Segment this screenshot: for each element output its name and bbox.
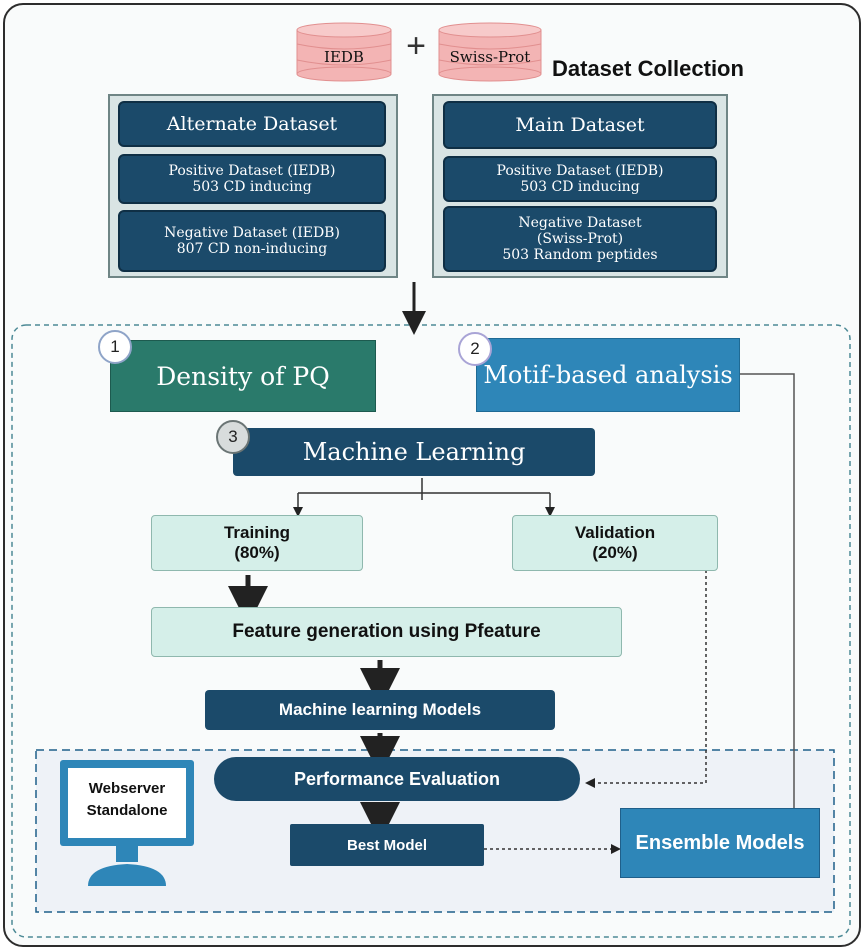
ml-models-box: Machine learning Models [205, 690, 555, 730]
machine-learning-box: Machine Learning [233, 428, 595, 476]
training-box: Training (80%) [151, 515, 363, 571]
webserver-text: Webserver Standalone [68, 778, 186, 822]
alternate-negative-line2: 807 CD non-inducing [176, 241, 328, 257]
analysis-region [11, 324, 851, 938]
iedb-database-icon: IEDB [296, 22, 392, 82]
main-negative-line1: Negative Dataset [518, 215, 642, 231]
dataset-collection-title: Dataset Collection [552, 56, 744, 81]
step-3-badge: 3 [216, 420, 250, 454]
main-dataset-title: Main Dataset [443, 101, 717, 149]
main-negative-dataset: Negative Dataset (Swiss-Prot) 503 Random… [443, 206, 717, 272]
motif-analysis-box: Motif-based analysis [476, 338, 740, 412]
plus-sign: + [406, 27, 426, 65]
alternate-negative-dataset: Negative Dataset (IEDB) 807 CD non-induc… [118, 210, 386, 272]
main-negative-line2: (Swiss-Prot) [536, 231, 624, 247]
main-negative-line3: 503 Random peptides [502, 247, 658, 263]
ensemble-models-box: Ensemble Models [620, 808, 820, 878]
main-positive-line1: Positive Dataset (IEDB) [496, 163, 664, 179]
validation-label: Validation [574, 523, 656, 542]
feature-generation-box: Feature generation using Pfeature [151, 607, 622, 657]
step-2-badge: 2 [458, 332, 492, 366]
validation-percent: (20%) [592, 543, 638, 562]
alternate-positive-dataset: Positive Dataset (IEDB) 503 CD inducing [118, 154, 386, 204]
swissprot-database-icon: Swiss-Prot [438, 22, 542, 82]
best-model-box: Best Model [290, 824, 484, 866]
swissprot-label: Swiss-Prot [449, 48, 531, 66]
step-1-badge: 1 [98, 330, 132, 364]
main-positive-line2: 503 CD inducing [520, 179, 640, 195]
monitor-icon: Webserver Standalone [58, 760, 196, 888]
training-label: Training [223, 523, 291, 542]
motif-to-ensemble-line [740, 373, 795, 808]
performance-evaluation-box: Performance Evaluation [214, 757, 580, 801]
alternate-positive-line1: Positive Dataset (IEDB) [168, 163, 336, 179]
training-percent: (80%) [234, 543, 280, 562]
validation-feedback-line [585, 570, 707, 788]
validation-box: Validation (20%) [512, 515, 718, 571]
alternate-positive-line2: 503 CD inducing [192, 179, 312, 195]
webserver-label: Webserver [88, 780, 166, 797]
iedb-label: IEDB [324, 48, 364, 66]
standalone-label: Standalone [86, 802, 168, 819]
alternate-dataset-title: Alternate Dataset [118, 101, 386, 147]
main-positive-dataset: Positive Dataset (IEDB) 503 CD inducing [443, 156, 717, 202]
alternate-negative-line1: Negative Dataset (IEDB) [164, 225, 340, 241]
density-of-pq-box: Density of PQ [110, 340, 376, 412]
